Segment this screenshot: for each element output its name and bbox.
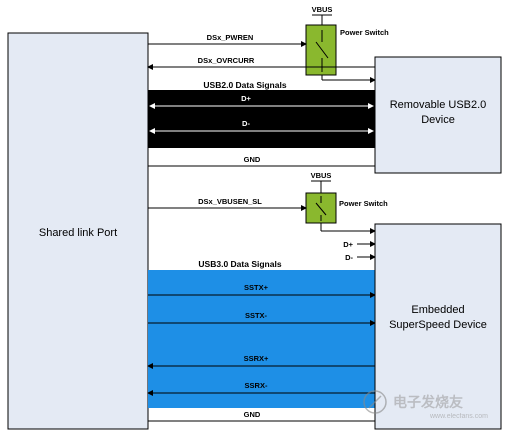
embedded-dplus-label: D+ <box>343 240 353 249</box>
usb2-band-title: USB2.0 Data Signals <box>203 80 286 90</box>
shared-link-port-block <box>7 32 149 430</box>
usb2-dplus-label: D+ <box>241 94 251 103</box>
sstx-plus-label: SSTX+ <box>244 283 269 292</box>
vbusen-label: DSx_VBUSEN_SL <box>198 197 262 206</box>
usb2-dminus-label: D- <box>242 119 250 128</box>
usb3-band-title: USB3.0 Data Signals <box>198 259 281 269</box>
ssrx-plus-label: SSRX+ <box>244 354 269 363</box>
embedded-dminus-label: D- <box>345 253 353 262</box>
watermark-text: 电子发烧友 <box>393 394 463 410</box>
gnd-label-bottom: GND <box>244 410 261 419</box>
ssrx-minus-label: SSRX- <box>245 381 268 390</box>
embedded-device-line1: Embedded <box>411 304 464 316</box>
watermark-url: www.elecfans.com <box>429 413 488 420</box>
usb3-data-band <box>148 270 375 408</box>
pwren-label: DSx_PWREN <box>207 33 254 42</box>
removable-device-line1: Removable USB2.0 <box>390 99 487 111</box>
sstx-minus-label: SSTX- <box>245 311 268 320</box>
embedded-device-line2: SuperSpeed Device <box>389 319 487 331</box>
gnd-label-top: GND <box>244 155 261 164</box>
embedded-superspeed-device-block <box>374 223 502 430</box>
removable-usb2-device-block <box>374 56 502 174</box>
ovrcurr-label: DSx_OVRCURR <box>198 56 255 65</box>
shared-link-port-label: Shared link Port <box>39 227 117 239</box>
vbus-label-bottom: VBUS <box>311 171 332 180</box>
removable-device-line2: Device <box>421 114 455 126</box>
power-switch-bottom-label: Power Switch <box>339 199 388 208</box>
watermark-logo <box>363 390 387 414</box>
usb2-data-band <box>148 90 375 148</box>
power-switch-top-label: Power Switch <box>340 28 389 37</box>
vbus-label-top: VBUS <box>312 5 333 14</box>
